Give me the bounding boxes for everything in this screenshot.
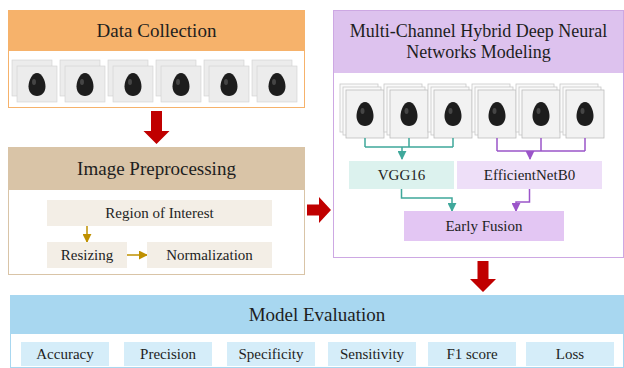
box-label: Normalization: [166, 247, 253, 264]
panel-header: Model Evaluation: [11, 296, 623, 334]
avocado-card: [434, 90, 472, 138]
stage-panel: Data Collection: [8, 10, 305, 108]
box-label: EfficientNetB0: [484, 167, 575, 184]
avocado-thumb: [17, 66, 57, 102]
box-label: Specificity: [239, 346, 304, 363]
box-label: Early Fusion: [445, 218, 522, 235]
avocado-thumb: [257, 66, 297, 102]
box-label: VGG16: [378, 167, 426, 184]
stage-panel: Image PreprocessingRegion of InterestRes…: [8, 147, 305, 275]
panel-title: Model Evaluation: [239, 304, 396, 326]
process-box: Sensitivity: [328, 342, 416, 366]
avocado-card: [390, 90, 428, 138]
stage-panel: Multi-Channel Hybrid Deep Neural Network…: [333, 10, 624, 258]
stage-panel: Model EvaluationAccuracy Precision Specifi…: [10, 295, 624, 368]
process-box: Loss: [526, 342, 614, 366]
panel-title: Multi-Channel Hybrid Deep Neural Network…: [334, 21, 623, 62]
box-label: F1 score: [446, 346, 497, 363]
process-box: Normalization: [147, 242, 272, 268]
avocado-thumb: [113, 66, 153, 102]
avocado-card: [566, 90, 604, 138]
step-arrow: [402, 189, 453, 211]
channel-line: [497, 138, 585, 151]
channel-line: [365, 138, 453, 147]
box-label: Resizing: [61, 247, 114, 264]
process-box: Accuracy: [21, 342, 109, 366]
panel-header: Multi-Channel Hybrid Deep Neural Network…: [334, 11, 623, 73]
step-arrow: [516, 189, 530, 211]
process-box: VGG16: [349, 161, 454, 189]
box-label: Sensitivity: [340, 346, 404, 363]
panel-header: Data Collection: [9, 11, 304, 51]
process-box: F1 score: [428, 342, 516, 366]
flow-arrow: [470, 261, 496, 292]
avocado-card: [478, 90, 516, 138]
process-box: EfficientNetB0: [457, 161, 602, 189]
avocado-card: [522, 90, 560, 138]
channel-arrow: [529, 151, 531, 159]
process-box: Precision: [124, 342, 212, 366]
panel-title: Data Collection: [87, 20, 227, 42]
avocado-thumb: [209, 66, 249, 102]
avocado-card: [346, 90, 384, 138]
process-box: Specificity: [227, 342, 315, 366]
avocado-thumb: [161, 66, 201, 102]
box-label: Loss: [556, 346, 584, 363]
process-box: Resizing: [47, 242, 127, 268]
process-box: Early Fusion: [404, 211, 564, 241]
channel-arrow: [401, 147, 403, 159]
avocado-thumb: [65, 66, 105, 102]
panel-header: Image Preprocessing: [9, 148, 304, 190]
step-arrow: [86, 226, 88, 242]
process-box: Region of Interest: [47, 200, 272, 226]
step-arrow: [127, 254, 147, 256]
flow-arrow: [307, 197, 331, 223]
panel-title: Image Preprocessing: [67, 158, 246, 180]
box-label: Precision: [140, 346, 196, 363]
box-label: Region of Interest: [105, 205, 213, 222]
flow-arrow: [144, 111, 170, 144]
box-label: Accuracy: [36, 346, 93, 363]
